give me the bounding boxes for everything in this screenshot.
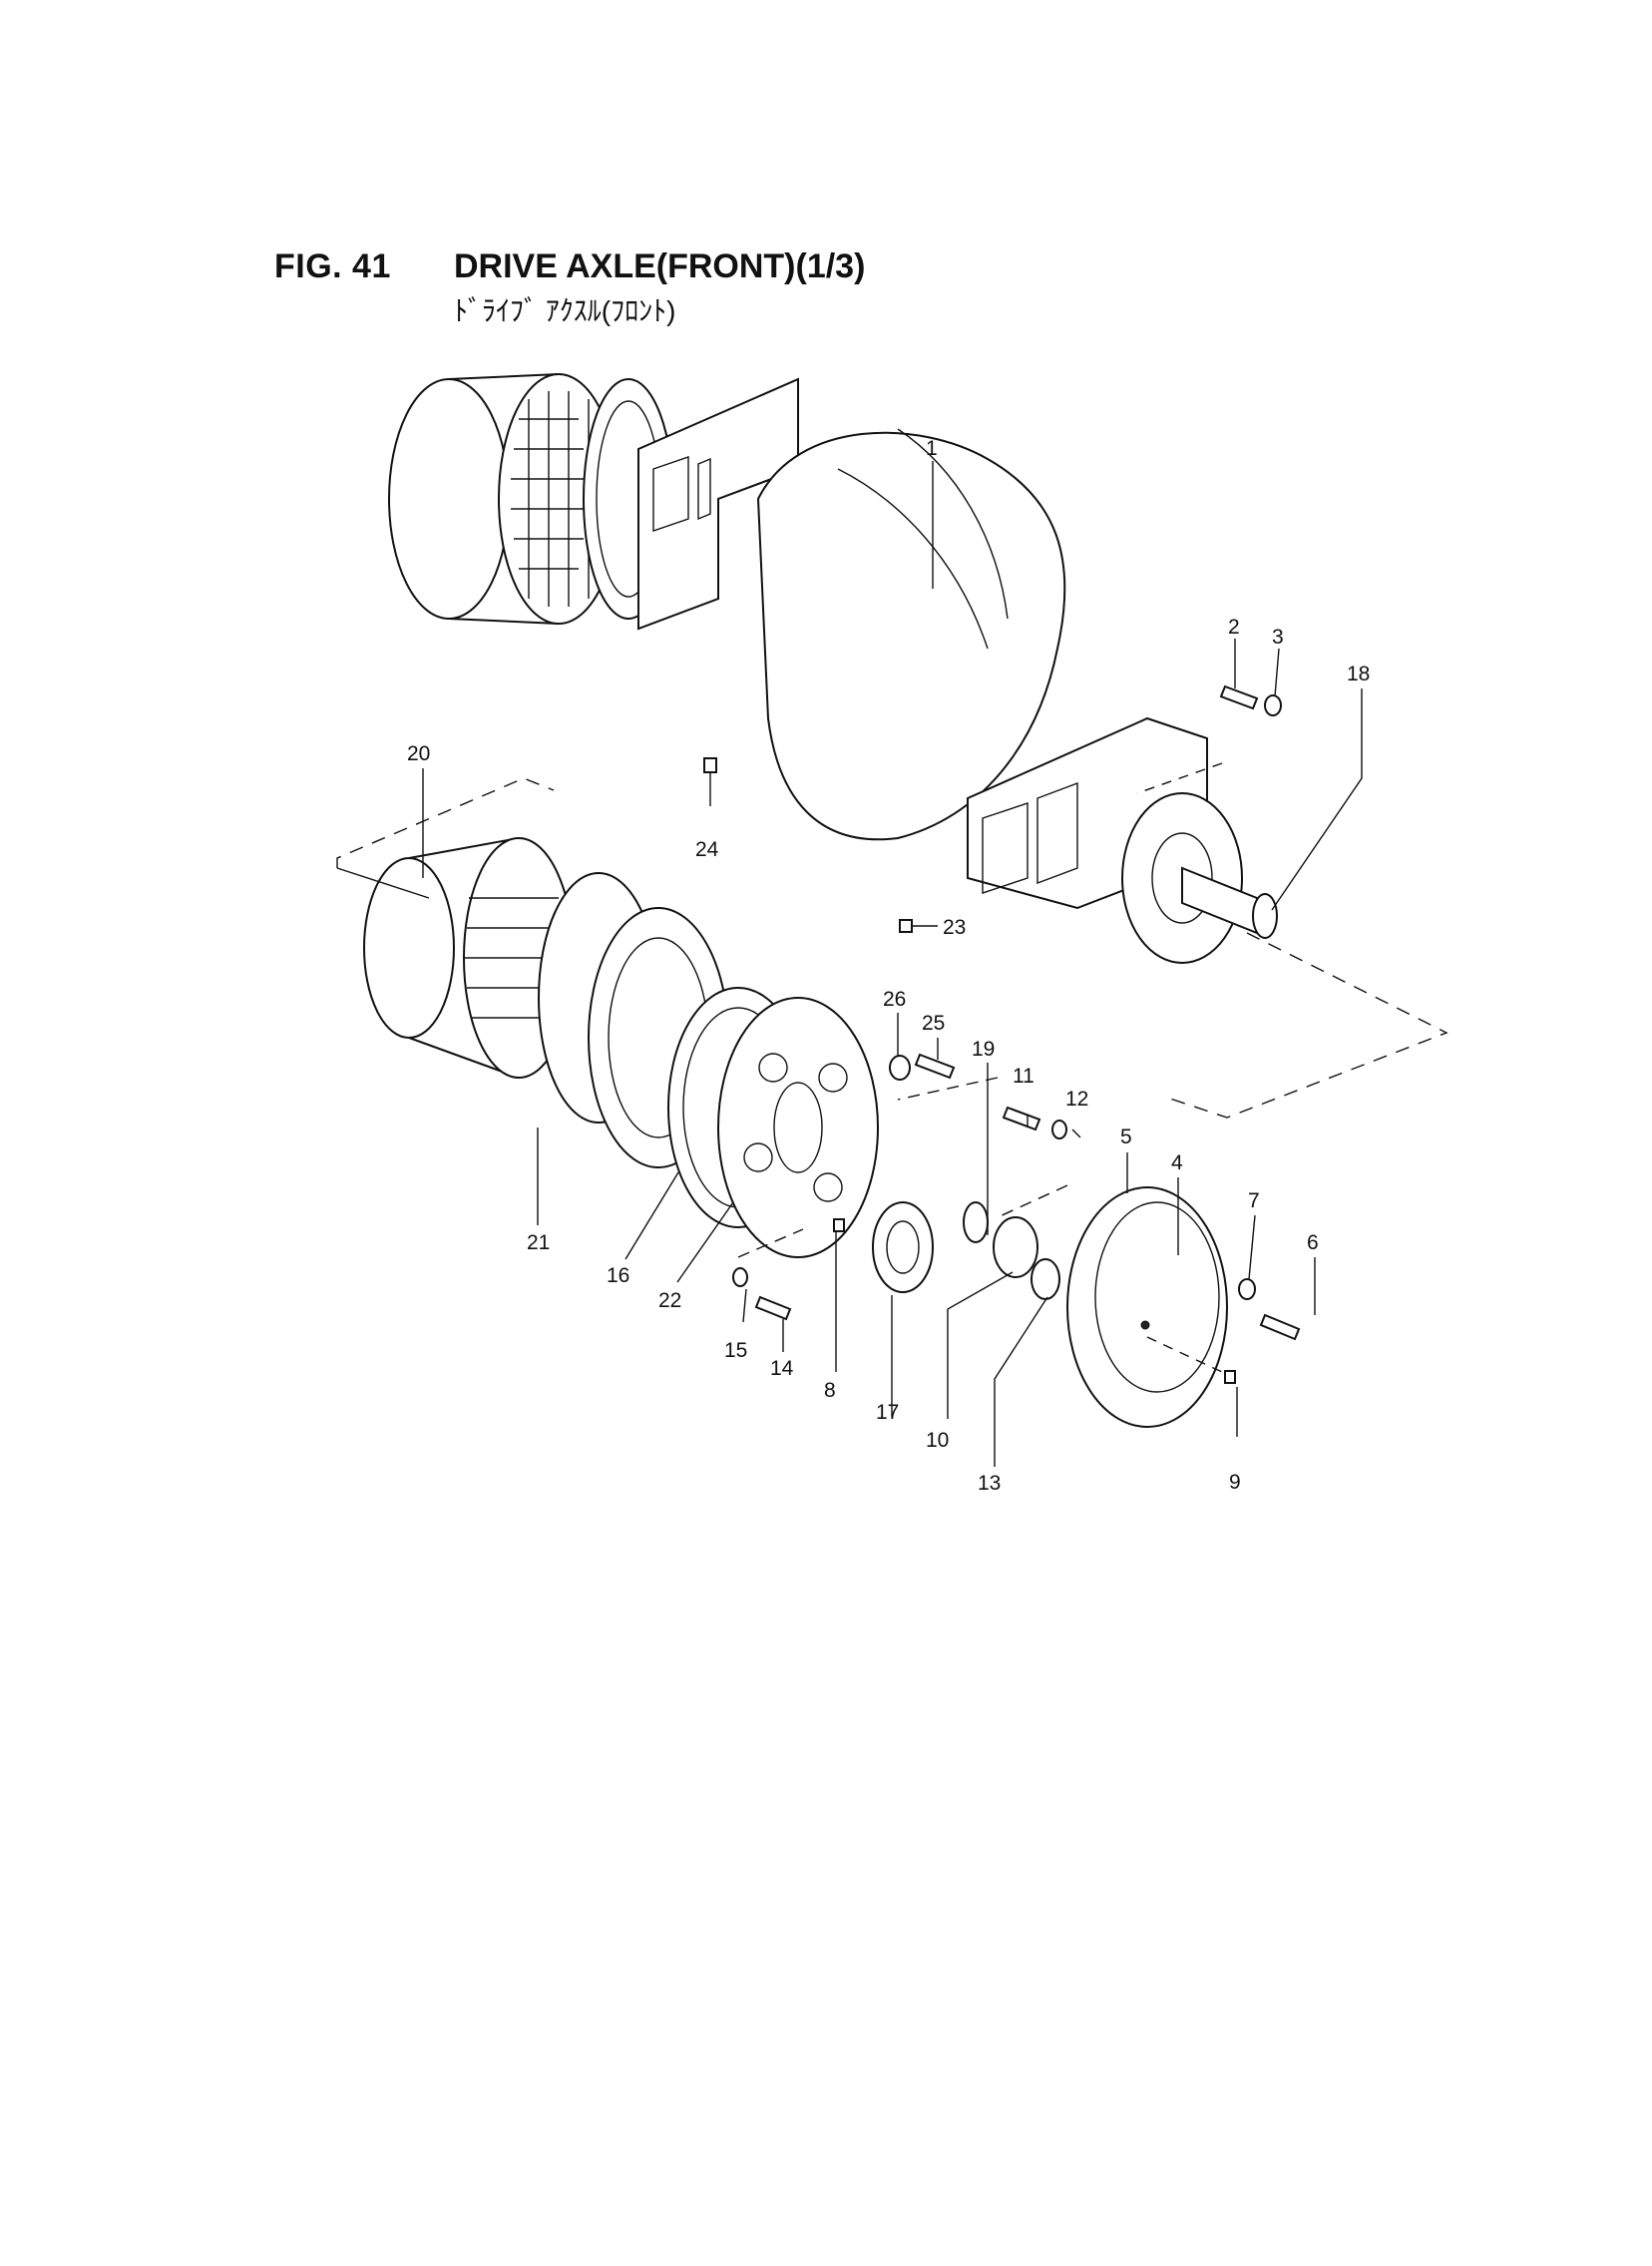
callout-8: 8: [824, 1379, 836, 1402]
callout-20: 20: [407, 742, 430, 765]
callout-12: 12: [1065, 1088, 1088, 1111]
callout-6: 6: [1307, 1231, 1319, 1254]
callout-13: 13: [978, 1472, 1001, 1495]
carrier-assembly: [667, 987, 879, 1258]
spacer-disc: [1031, 1258, 1060, 1300]
callout-10: 10: [926, 1429, 949, 1452]
washer-12: [1051, 1120, 1067, 1139]
callout-22: 22: [658, 1289, 681, 1312]
callout-21: 21: [527, 1231, 550, 1254]
bolts: [703, 684, 1301, 1384]
callout-9: 9: [1229, 1471, 1241, 1494]
callout-5: 5: [1120, 1126, 1132, 1148]
callout-2: 2: [1228, 616, 1240, 639]
figure-subtitle-japanese: ﾄﾞﾗｲﾌﾞ ｱｸｽﾙ(ﾌﾛﾝﾄ): [454, 295, 676, 326]
callout-14: 14: [770, 1357, 794, 1380]
washer-3: [1264, 694, 1282, 716]
cover: [1066, 1186, 1228, 1428]
callout-1: 1: [926, 437, 938, 460]
callout-17: 17: [876, 1401, 899, 1424]
snap-ring: [963, 1201, 989, 1243]
washer-7: [1238, 1278, 1256, 1300]
callout-26: 26: [883, 988, 906, 1011]
callout-24: 24: [695, 838, 719, 861]
callout-15: 15: [724, 1339, 747, 1362]
assembly-guides: [336, 762, 1448, 1373]
callout-23: 23: [943, 916, 966, 939]
o-ring-26: [889, 1055, 911, 1081]
callout-16: 16: [607, 1264, 629, 1287]
axle-housing: [637, 377, 1278, 964]
figure-title: DRIVE AXLE(FRONT)(1/3): [454, 247, 866, 285]
callout-3: 3: [1272, 626, 1284, 649]
callout-4: 4: [1171, 1151, 1183, 1174]
figure-number: FIG. 41: [274, 247, 391, 285]
sun-gear: [872, 1201, 934, 1293]
callout-11: 11: [1013, 1065, 1034, 1088]
callout-19: 19: [972, 1038, 995, 1061]
leader-lines: [422, 461, 1363, 1467]
part-callouts: 1 2 3 18 20 24 23 26 25 19 11 12 5 4 7 6…: [407, 437, 1370, 1495]
callout-18: 18: [1347, 663, 1370, 685]
upper-hub-assembly: [388, 373, 674, 625]
washer-15: [732, 1267, 748, 1287]
callout-7: 7: [1248, 1189, 1260, 1212]
callout-25: 25: [922, 1012, 945, 1035]
thrust-plate: [993, 1216, 1038, 1278]
